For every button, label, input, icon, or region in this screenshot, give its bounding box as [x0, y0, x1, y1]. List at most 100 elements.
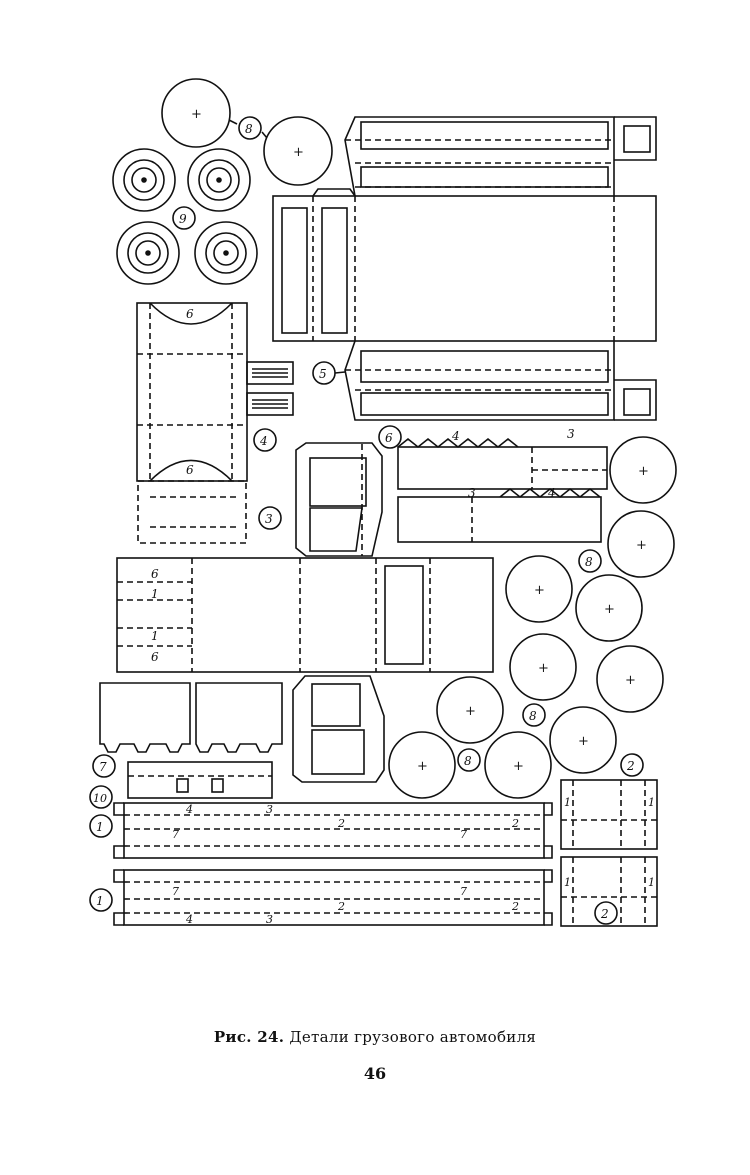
- fold-label: 1: [648, 796, 655, 809]
- part-number-label: 2: [600, 907, 609, 921]
- svg-text:+: +: [625, 673, 636, 688]
- fold-label: 1: [564, 876, 571, 889]
- svg-text:+: +: [465, 704, 476, 719]
- fold-label: 2: [337, 900, 345, 913]
- axle-box-upper: 1 1 2: [560, 753, 658, 850]
- part-label-circle: [578, 549, 602, 573]
- wheel-disc: [596, 645, 664, 713]
- svg-text:+: +: [513, 759, 524, 774]
- svg-text:+: +: [538, 661, 549, 676]
- truck-body-net: 5: [272, 116, 657, 421]
- fold-label: 3: [468, 486, 476, 500]
- part-label-circle: [522, 703, 546, 727]
- wheel-disc: [505, 555, 573, 623]
- wheel-disc: [609, 436, 677, 504]
- fold-label: 7: [172, 828, 179, 841]
- part-number-label: 8: [245, 122, 253, 136]
- part-number-label: 5: [319, 367, 327, 381]
- wheel-disc: [509, 633, 577, 701]
- cab-net: 6 1 1 6: [116, 557, 494, 673]
- fold-label: 1: [151, 629, 159, 643]
- fold-label: 6: [151, 650, 159, 664]
- cab-door-upper: [295, 442, 383, 557]
- fold-label: 3: [266, 913, 273, 926]
- part-label-circle: [89, 814, 113, 838]
- wheel-pair-top-left: + + 8: [161, 78, 333, 186]
- svg-text:+: +: [417, 759, 428, 774]
- svg-text:+: +: [578, 734, 589, 749]
- wheel-disc: [607, 510, 675, 578]
- frame-rail-lower: 7 7 2 2 4 3 1: [89, 869, 553, 926]
- wheel-disc: [484, 731, 552, 799]
- fold-label: 6: [186, 307, 194, 321]
- figure-caption: Рис. 24. Детали грузового автомобиля: [0, 1028, 750, 1046]
- hubcap: [194, 221, 258, 285]
- part-label-circle: [258, 506, 282, 530]
- fold-label: 6: [186, 463, 194, 477]
- mudguard-pieces: 7: [92, 682, 283, 778]
- fold-label: 1: [648, 876, 655, 889]
- center-mark: +: [191, 107, 202, 122]
- zigzag-strip-set: 6 4 3 3 4: [378, 425, 608, 543]
- svg-text:+: +: [534, 583, 545, 598]
- part-number-label: 2: [626, 759, 635, 773]
- part-number-label: 3: [265, 512, 273, 526]
- cab-door-lower: [292, 675, 385, 783]
- part-number-label: 8: [585, 555, 593, 569]
- figure-title: Детали грузового автомобиля: [289, 1028, 537, 1046]
- fold-label: 4: [185, 913, 193, 926]
- svg-text:+: +: [638, 464, 649, 479]
- part-label-circle: [253, 428, 277, 452]
- wheel-disc: [549, 706, 617, 774]
- part-number-label: 8: [464, 754, 472, 768]
- fold-label: 7: [460, 828, 467, 841]
- axle-box-lower: 1 1 2: [560, 856, 658, 927]
- hubcap: [112, 148, 176, 212]
- part-number-label: 1: [96, 894, 104, 908]
- frame-rail-upper: 4 3 2 2 7 7 1: [89, 802, 553, 859]
- part-label-circle: [378, 425, 402, 449]
- hubcap: [187, 148, 251, 212]
- part-label-circle: [89, 785, 113, 809]
- part-number-label: 10: [93, 792, 107, 805]
- part-label-circle: [172, 206, 196, 230]
- wheel-disc: [388, 731, 456, 799]
- fold-label: 4: [547, 486, 556, 500]
- wheel-disc: [161, 78, 231, 148]
- part-number-label: 4: [259, 434, 268, 448]
- part-number-label: 7: [99, 760, 107, 774]
- svg-text:+: +: [604, 602, 615, 617]
- fender-box-net: 6 6: [136, 302, 248, 544]
- fold-label: 2: [337, 817, 345, 830]
- wheel-disc: [263, 116, 333, 186]
- fold-label: 7: [172, 885, 179, 898]
- fold-label: 1: [564, 796, 571, 809]
- part-label-circle: [457, 748, 481, 772]
- svg-text:+: +: [636, 538, 647, 553]
- part-number-label: 8: [529, 709, 537, 723]
- fold-label: 3: [266, 803, 273, 816]
- fold-label: 7: [460, 885, 467, 898]
- fold-label: 3: [567, 427, 575, 441]
- part-label-circle: [89, 888, 113, 912]
- part-label-circle: [92, 754, 116, 778]
- grille-plates: 4 3: [246, 361, 294, 530]
- truck-parts-cutout-diagram: + + 8 9: [89, 78, 677, 927]
- part-number-label: 9: [179, 212, 187, 226]
- center-mark: +: [293, 145, 304, 160]
- wheel-disc: [436, 676, 504, 744]
- bumper-strip: 10: [89, 761, 273, 809]
- fold-label: 4: [451, 429, 460, 443]
- figure-number: Рис. 24.: [213, 1028, 285, 1046]
- fold-label: 6: [151, 567, 159, 581]
- hubcap: [116, 221, 180, 285]
- fold-label: 1: [151, 587, 159, 601]
- wheel-disc: [575, 574, 643, 642]
- part-label-circle: [620, 753, 644, 777]
- page-number: 46: [363, 1064, 387, 1083]
- part-number-label: 1: [96, 820, 104, 834]
- wheel-discs-right: + + + + + + + + + + 8 8 8: [388, 436, 677, 799]
- part-label-circle: [594, 901, 618, 925]
- fold-label: 2: [511, 817, 519, 830]
- part-label-circle: [238, 116, 262, 140]
